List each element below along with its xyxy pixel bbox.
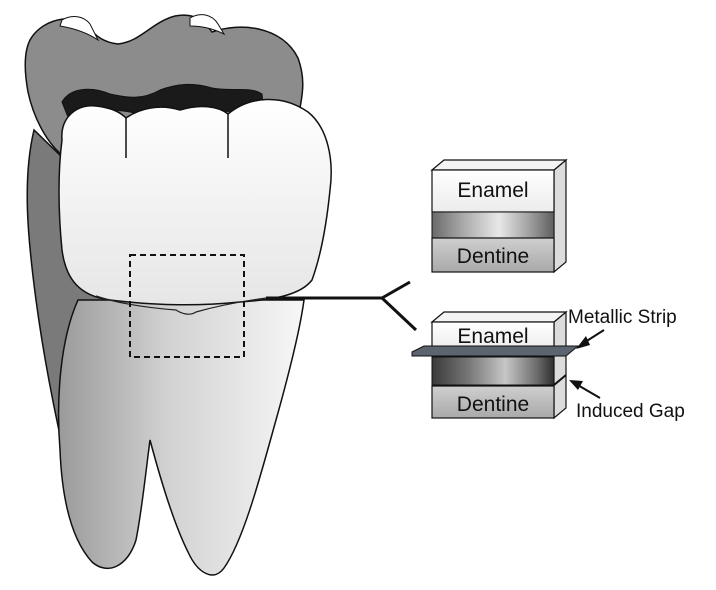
callouts: Metallic Strip Induced Gap	[568, 307, 685, 422]
induced-gap-layer	[432, 357, 554, 385]
connector-branch-top	[382, 282, 410, 298]
bottom-dentine-label: Dentine	[457, 393, 529, 416]
bottom-enamel-label: Enamel	[457, 325, 528, 348]
front-crown-shape	[59, 99, 331, 304]
induced-gap-arrowhead	[569, 380, 583, 390]
tooth-illustration	[25, 15, 331, 575]
bottom-block: Enamel Dentine	[412, 312, 578, 418]
top-block-top	[432, 160, 566, 170]
metallic-strip-arrowhead	[576, 336, 590, 349]
top-enamel-label: Enamel	[457, 179, 528, 202]
connector-branch-bottom	[382, 298, 416, 330]
top-interface-layer	[432, 212, 554, 238]
bottom-block-top	[432, 312, 566, 322]
top-block: Enamel Dentine	[432, 160, 566, 272]
bottom-block-side	[554, 312, 566, 418]
induced-gap-label: Induced Gap	[576, 401, 685, 422]
top-block-side	[554, 160, 566, 272]
front-root-shape	[59, 300, 304, 575]
metallic-strip-label: Metallic Strip	[568, 307, 677, 328]
top-dentine-label: Dentine	[457, 245, 529, 268]
